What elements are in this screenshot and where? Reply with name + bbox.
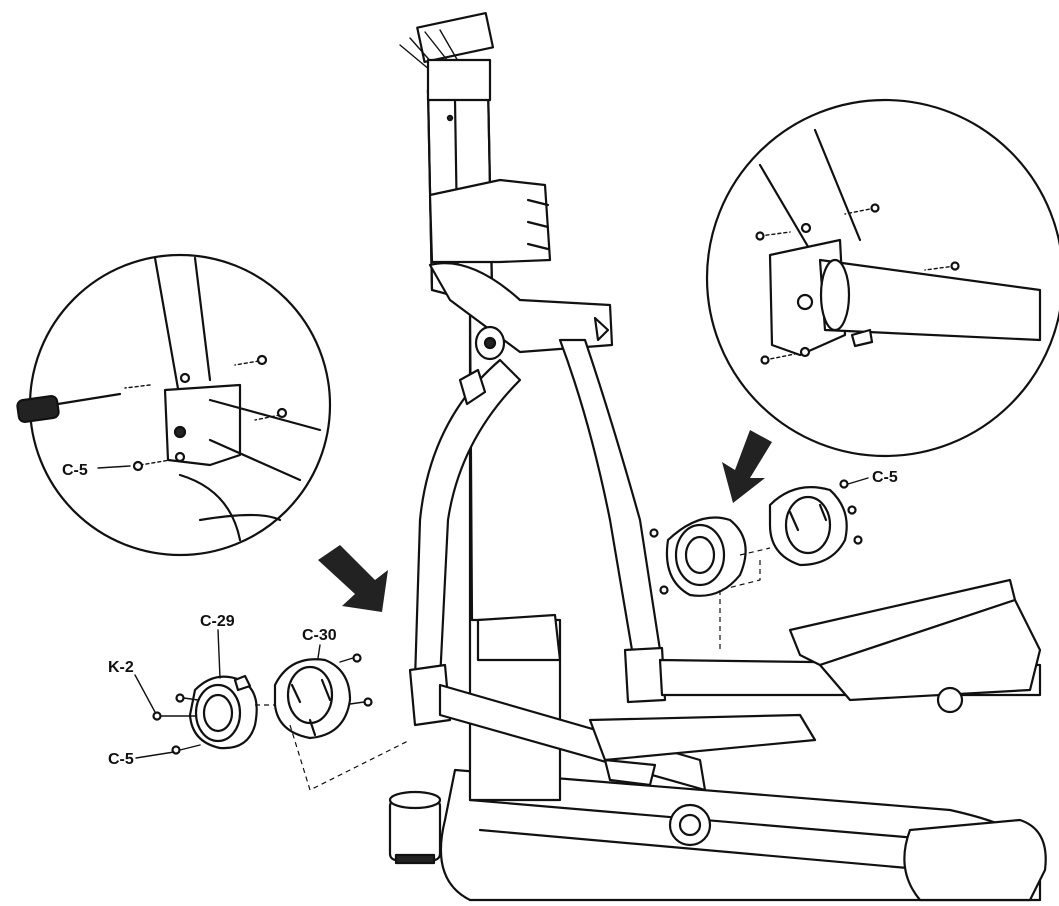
detail-view-left: C-5 [16, 253, 332, 557]
callout-c5-left: C-5 [62, 462, 88, 479]
cover-c30 [273, 658, 352, 740]
wire-harness [399, 11, 495, 102]
left-cover-parts: C-29 C-30 K-2 C-5 [108, 613, 411, 791]
cover-right-outer [665, 516, 747, 597]
callout-c29: C-29 [200, 613, 235, 630]
callout-c5-bottom: C-5 [108, 751, 134, 768]
callout-k2: K-2 [108, 659, 134, 676]
insert-arrow-left [318, 545, 388, 612]
elliptical-frame [388, 11, 1047, 902]
insert-arrow-right [722, 430, 772, 503]
cover-right-inner [768, 486, 848, 567]
bottle-holder [428, 178, 552, 264]
screwdriver-icon [16, 392, 122, 423]
leveling-foot [388, 790, 442, 865]
detail-view-right [705, 98, 1059, 458]
callout-c5-right: C-5 [872, 469, 898, 486]
right-cover-parts: C-5 [649, 469, 898, 650]
cover-c29 [188, 674, 258, 750]
callout-c30: C-30 [302, 627, 337, 644]
